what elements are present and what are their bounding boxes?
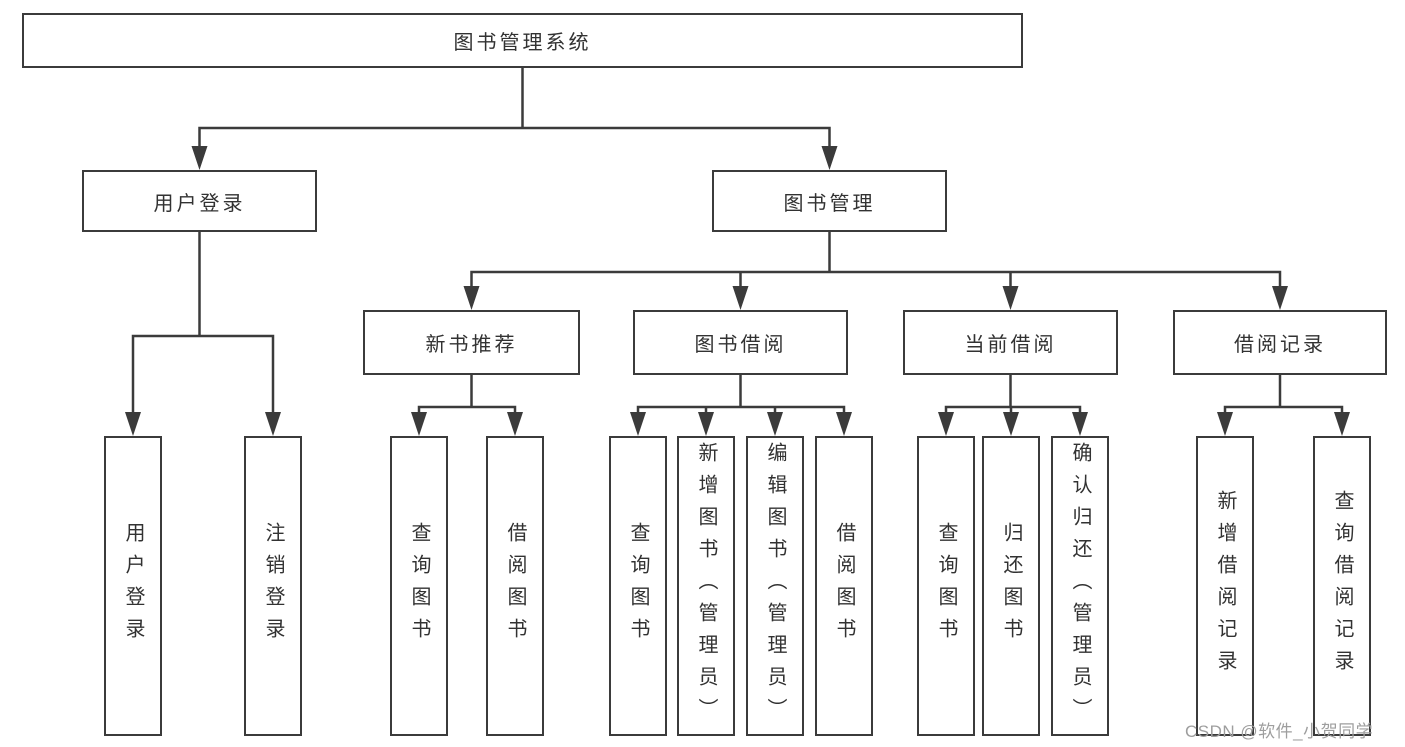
node-book-borrowing: 图书借阅	[633, 310, 848, 375]
leaf-add-book-admin: 新增图书（管理员）	[677, 436, 735, 736]
leaf-query-borrow-record: 查询借阅记录	[1313, 436, 1371, 736]
node-borrowing-records: 借阅记录	[1173, 310, 1387, 375]
leaf-return-books: 归还图书	[982, 436, 1040, 736]
node-book-management: 图书管理	[712, 170, 947, 232]
csdn-watermark: CSDN @软件_小贺同学	[1185, 722, 1374, 741]
leaf-confirm-return-admin: 确认归还（管理员）	[1051, 436, 1109, 736]
leaf-query-books-borrowing: 查询图书	[609, 436, 667, 736]
node-current-borrowing: 当前借阅	[903, 310, 1118, 375]
node-user-login: 用户登录	[82, 170, 317, 232]
leaf-add-borrow-record: 新增借阅记录	[1196, 436, 1254, 736]
node-library-system: 图书管理系统	[22, 13, 1023, 68]
arrowheads	[125, 146, 1350, 436]
leaf-query-books-current: 查询图书	[917, 436, 975, 736]
leaf-user-login: 用户登录	[104, 436, 162, 736]
leaf-query-books-recommend: 查询图书	[390, 436, 448, 736]
leaf-logout: 注销登录	[244, 436, 302, 736]
leaf-edit-book-admin: 编辑图书（管理员）	[746, 436, 804, 736]
leaf-borrow-books-recommend: 借阅图书	[486, 436, 544, 736]
node-new-book-recommend: 新书推荐	[363, 310, 580, 375]
leaf-borrow-books: 借阅图书	[815, 436, 873, 736]
